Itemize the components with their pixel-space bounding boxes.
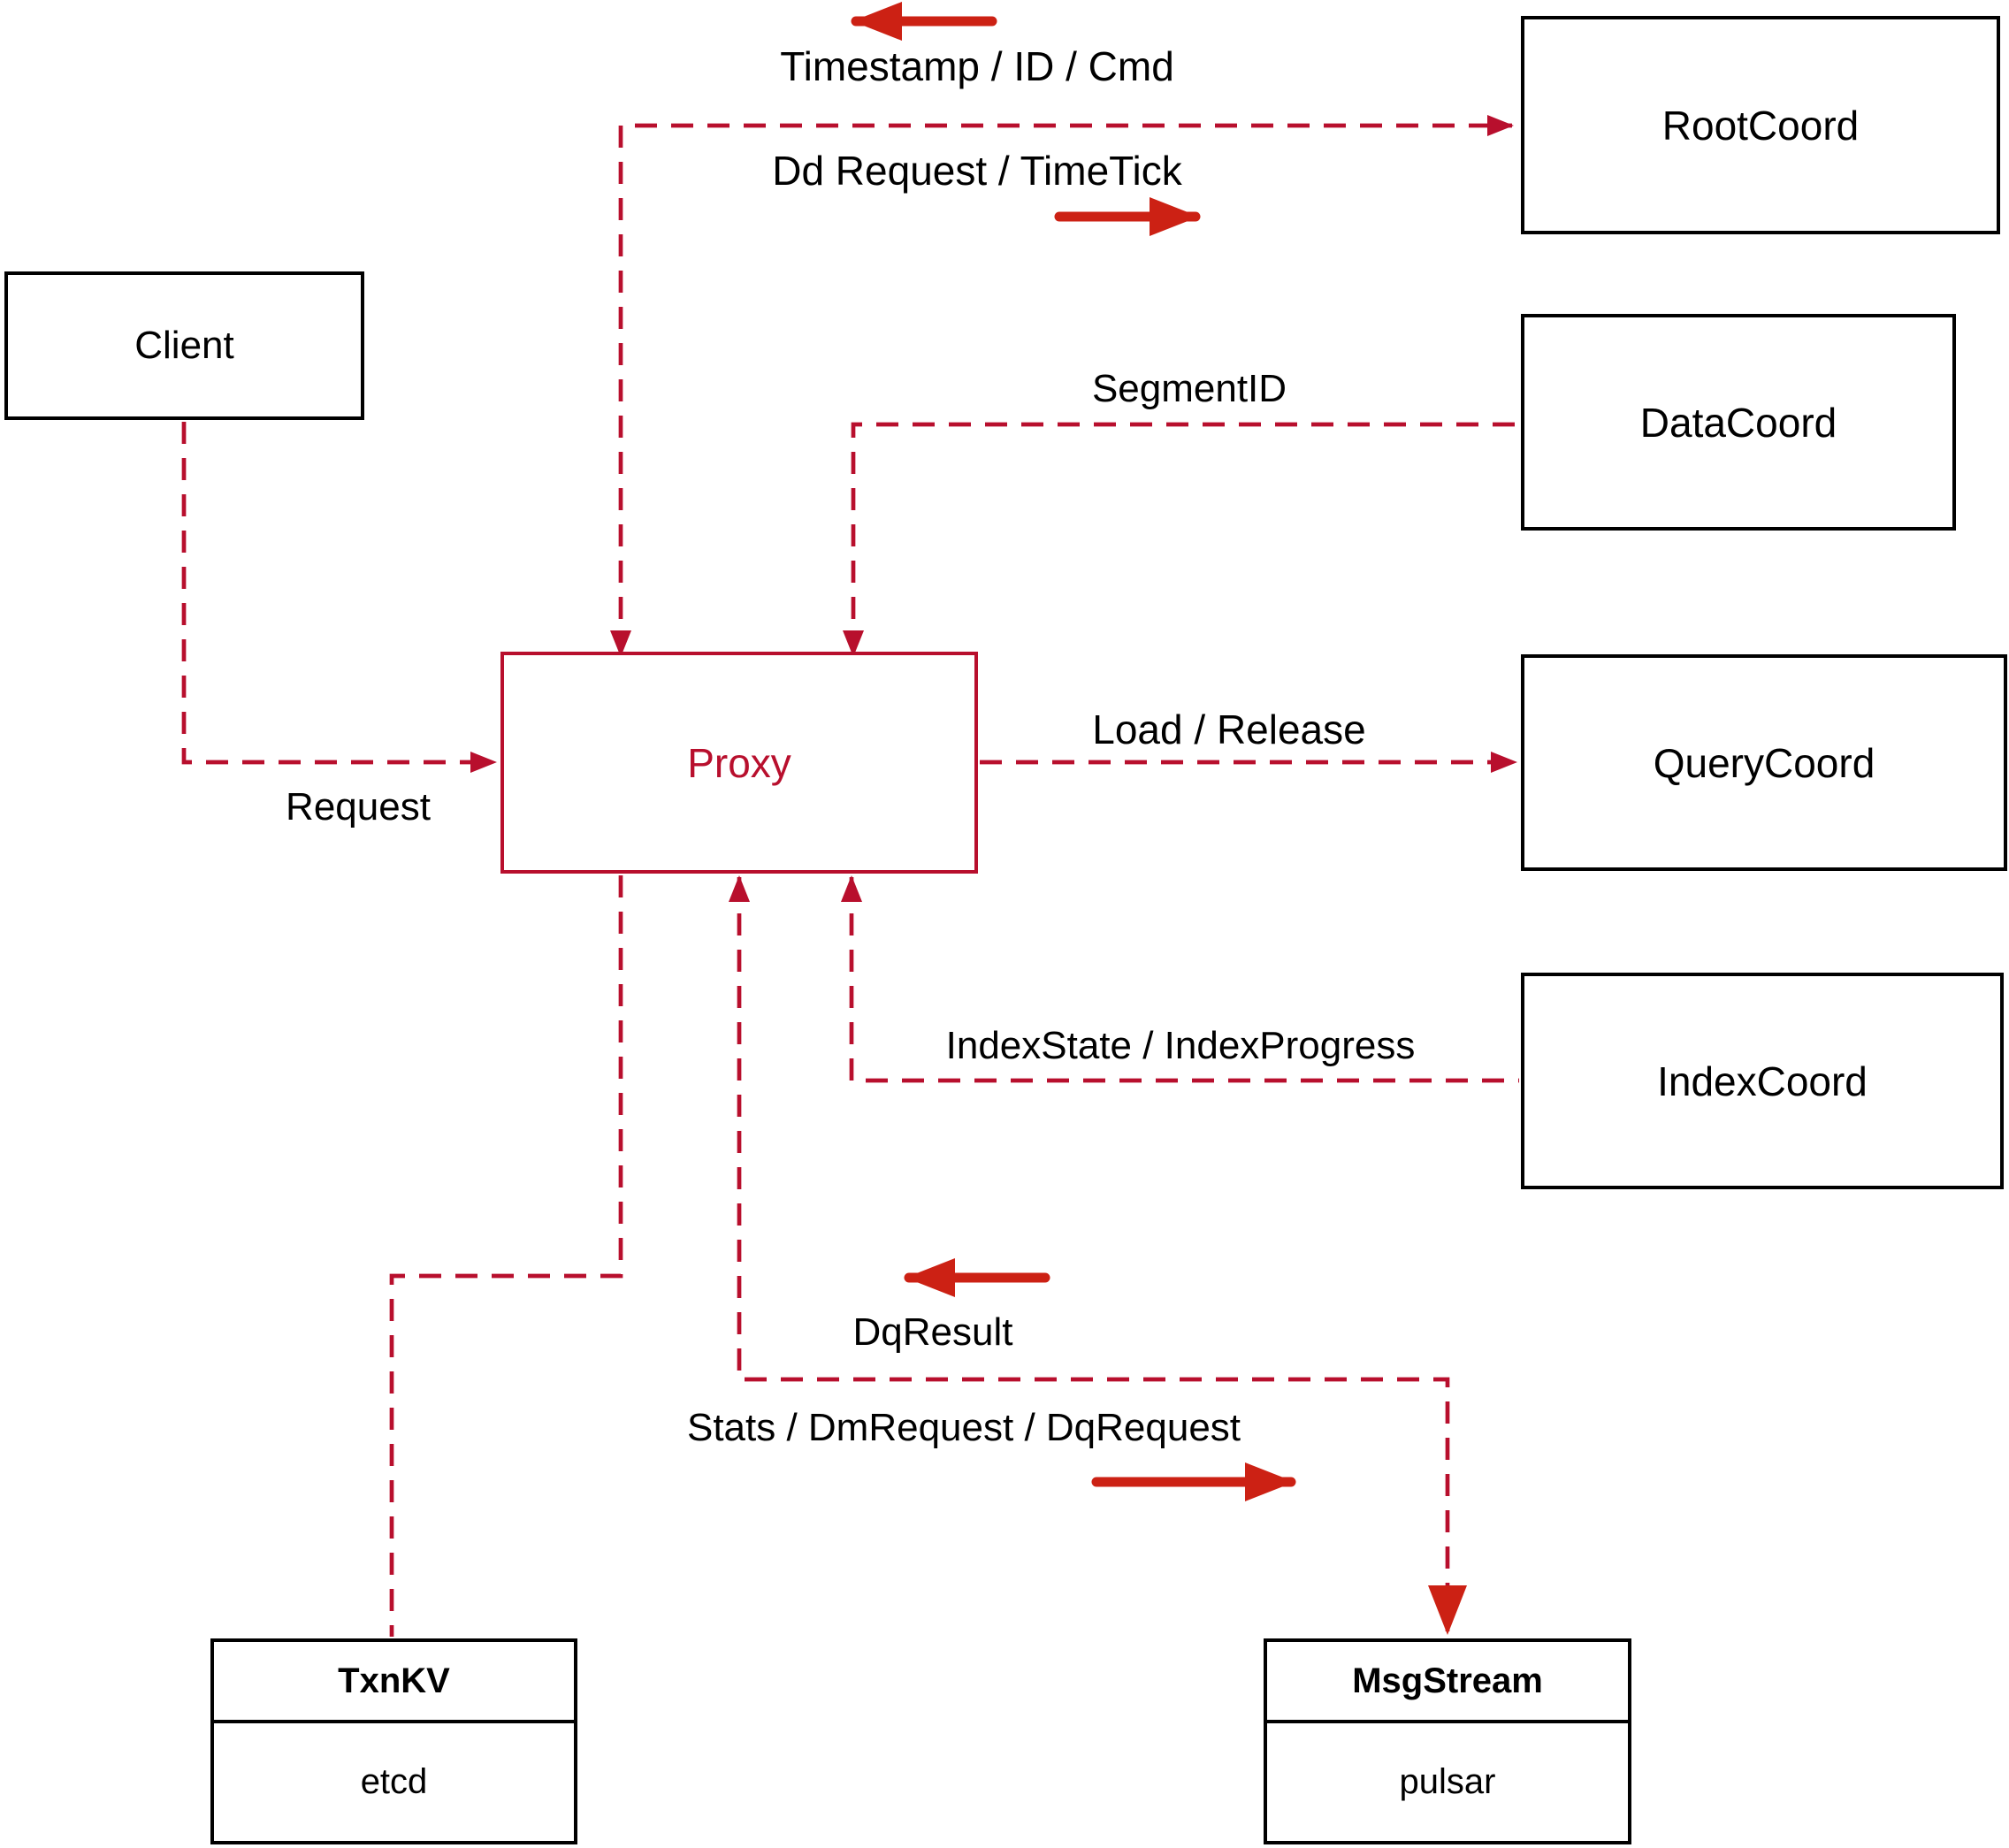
edge-label-stats-dmrequest-dqrequest: Stats / DmRequest / DqRequest	[686, 1406, 1241, 1449]
edge-label-load-release: Load / Release	[1092, 706, 1366, 752]
edge-label-dqresult: DqResult	[852, 1310, 1013, 1354]
node-indexcoord: IndexCoord	[1521, 973, 2004, 1189]
node-txnkv: TxnKV etcd	[210, 1638, 577, 1844]
node-msgstream: MsgStream pulsar	[1264, 1638, 1631, 1844]
node-querycoord-label: QueryCoord	[1653, 739, 1875, 786]
edge-proxy-txnkv	[389, 875, 623, 1637]
node-client: Client	[4, 271, 364, 420]
node-querycoord: QueryCoord	[1521, 654, 2007, 871]
edge-label-dd-request-timetick: Dd Request / TimeTick	[772, 148, 1182, 194]
node-datacoord: DataCoord	[1521, 314, 1956, 531]
node-proxy-label: Proxy	[687, 739, 791, 786]
node-rootcoord-label: RootCoord	[1661, 102, 1860, 149]
edge-label-indexstate-indexprogress: IndexState / IndexProgress	[945, 1024, 1416, 1067]
node-datacoord-label: DataCoord	[1639, 399, 1837, 446]
edge-label-timestamp-id-cmd: Timestamp / ID / Cmd	[780, 43, 1174, 89]
node-indexcoord-label: IndexCoord	[1657, 1058, 1868, 1104]
edge-proxy-msgstream	[729, 875, 1467, 1635]
edge-label-request: Request	[286, 785, 431, 829]
edge-client-proxy	[181, 422, 497, 773]
edge-datacoord-proxy	[843, 422, 1519, 657]
node-msgstream-subtitle: pulsar	[1399, 1762, 1496, 1801]
node-txnkv-subtitle: etcd	[360, 1762, 428, 1801]
node-msgstream-title: MsgStream	[1267, 1642, 1628, 1723]
node-rootcoord: RootCoord	[1521, 16, 2000, 234]
edge-proxy-rootcoord	[610, 115, 1514, 657]
node-client-label: Client	[134, 324, 234, 367]
node-proxy: Proxy	[500, 652, 978, 874]
edge-label-segmentid: SegmentID	[1091, 367, 1287, 410]
node-txnkv-title: TxnKV	[214, 1642, 574, 1723]
